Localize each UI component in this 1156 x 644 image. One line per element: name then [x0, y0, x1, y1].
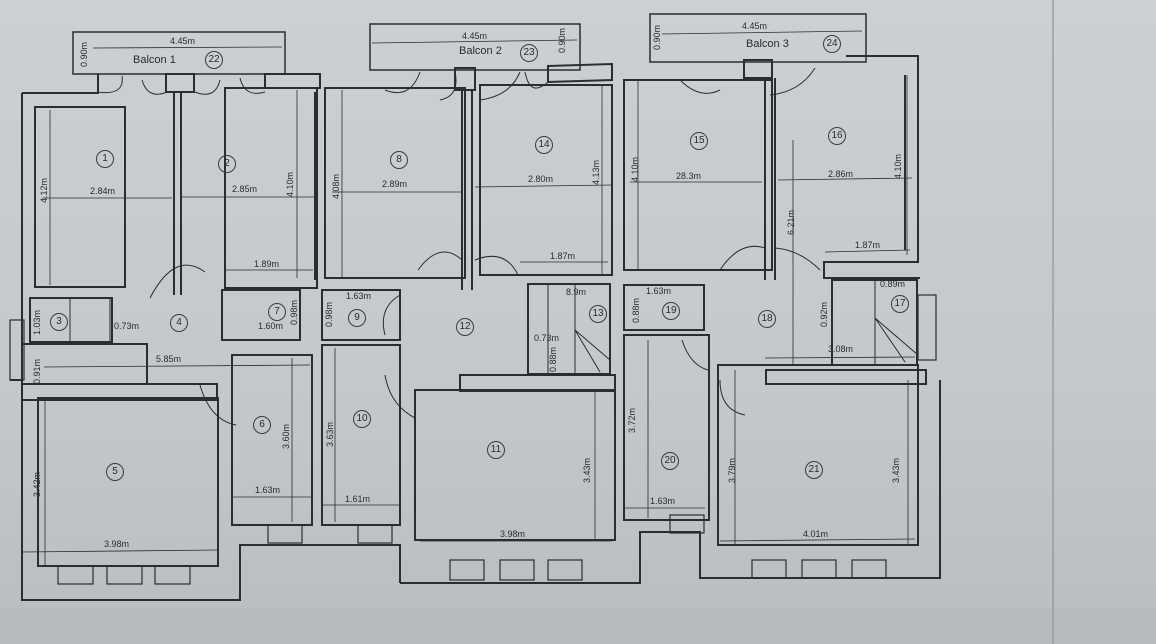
dim-r18-width: 3.08m	[828, 344, 854, 354]
room-number-19: 19	[662, 302, 680, 320]
dim-r8-height: 4.08m	[331, 173, 342, 200]
dim-r2-extra: 1.89m	[254, 259, 280, 269]
room-number-13: 13	[589, 305, 607, 323]
room-number-17: 17	[891, 295, 909, 313]
dim-r7-width: 1.60m	[258, 321, 284, 331]
dim-r16-height: 4.10m	[893, 153, 904, 180]
room-number-23: 23	[520, 44, 538, 62]
dim-r11-height: 3.43m	[582, 457, 593, 484]
balcon-1-width-label: 4.45m	[170, 36, 196, 46]
dim-r3-extra: 0.91m	[32, 358, 43, 385]
room-number-1: 1	[96, 150, 114, 168]
room-number-10: 10	[353, 410, 371, 428]
dim-r14-extra: 1.87m	[550, 251, 576, 261]
room-number-3: 3	[50, 313, 68, 331]
paper-edge	[1052, 0, 1054, 644]
dim-r6-width: 1.63m	[255, 485, 281, 495]
dim-r19-height: 0.88m	[631, 297, 642, 324]
dim-r11-width: 3.98m	[500, 529, 526, 539]
dim-r5-height: 3.42m	[32, 471, 43, 498]
room-number-14: 14	[535, 136, 553, 154]
dim-r7-height: 0.98m	[289, 299, 300, 326]
room-number-20: 20	[661, 452, 679, 470]
room-number-22: 22	[205, 51, 223, 69]
dim-r5-width: 3.98m	[104, 539, 130, 549]
balcon-2-name: Balcon 2	[459, 45, 502, 57]
room-number-15: 15	[690, 132, 708, 150]
dim-r13-extra2: 0.88m	[548, 346, 559, 373]
balcon-2-depth-label: 0.90m	[557, 27, 568, 54]
dim-r15-height: 4.10m	[630, 156, 641, 183]
dim-r9-height: 0.98m	[324, 301, 335, 328]
dim-r6-height: 3.60m	[281, 423, 292, 450]
room-number-16: 16	[828, 127, 846, 145]
dim-r16-extra2: 6.21m	[786, 209, 797, 236]
room-number-12: 12	[456, 318, 474, 336]
dim-r14-width: 2.80m	[528, 174, 554, 184]
room-number-9: 9	[348, 309, 366, 327]
dim-r16-extra: 1.87m	[855, 240, 881, 250]
dim-r4-extra: 0.73m	[114, 321, 140, 331]
dim-r13-extra: 0.73m	[534, 333, 560, 343]
dim-r20-height: 3.72m	[627, 407, 638, 434]
dim-r1-height: 4.12m	[39, 177, 50, 204]
dim-r20-width: 1.63m	[650, 496, 676, 506]
room-number-2: 2	[218, 155, 236, 173]
balcon-1-depth-label: 0.90m	[79, 41, 90, 68]
dim-r10-width: 1.61m	[345, 494, 371, 504]
room-number-18: 18	[758, 310, 776, 328]
dim-r21-width: 4.01m	[803, 529, 829, 539]
room-number-4: 4	[170, 314, 188, 332]
table-surface	[0, 608, 1156, 644]
balcon-2-width-label: 4.45m	[462, 31, 488, 41]
dim-r21-height: 3.43m	[891, 457, 902, 484]
balcon-1-name: Balcon 1	[133, 54, 176, 66]
dim-r17-height: 0.92m	[819, 301, 830, 328]
balcon-3-depth-label: 0.90m	[652, 24, 663, 51]
dim-r2-width: 2.85m	[232, 184, 258, 194]
dim-r8-width: 2.89m	[382, 179, 408, 189]
room-number-7: 7	[268, 303, 286, 321]
room-number-8: 8	[390, 151, 408, 169]
balcon-3-width-label: 4.45m	[742, 21, 768, 31]
dim-r9-width: 1.63m	[346, 291, 372, 301]
dim-r14-height: 4.13m	[591, 159, 602, 186]
room-number-24: 24	[823, 35, 841, 53]
balcon-3-name: Balcon 3	[746, 38, 789, 50]
room-number-21: 21	[805, 461, 823, 479]
dim-r10-height: 3.63m	[325, 421, 336, 448]
dim-r15-width: 28.3m	[676, 171, 702, 181]
dim-r13-width: 8.9m	[566, 287, 587, 297]
dim-r16-width: 2.86m	[828, 169, 854, 179]
room-number-11: 11	[487, 441, 505, 459]
room-number-6: 6	[253, 416, 271, 434]
room-number-5: 5	[106, 463, 124, 481]
dim-r1-width: 2.84m	[90, 186, 116, 196]
dim-r19-width: 1.63m	[646, 286, 672, 296]
dim-r4-width: 5.85m	[156, 354, 182, 364]
dim-r3-height: 1.03m	[32, 309, 43, 336]
dim-r17-width: 0.89m	[880, 279, 906, 289]
dim-r2-height: 4.10m	[285, 171, 296, 198]
dim-r21-extra: 3.79m	[727, 457, 738, 484]
